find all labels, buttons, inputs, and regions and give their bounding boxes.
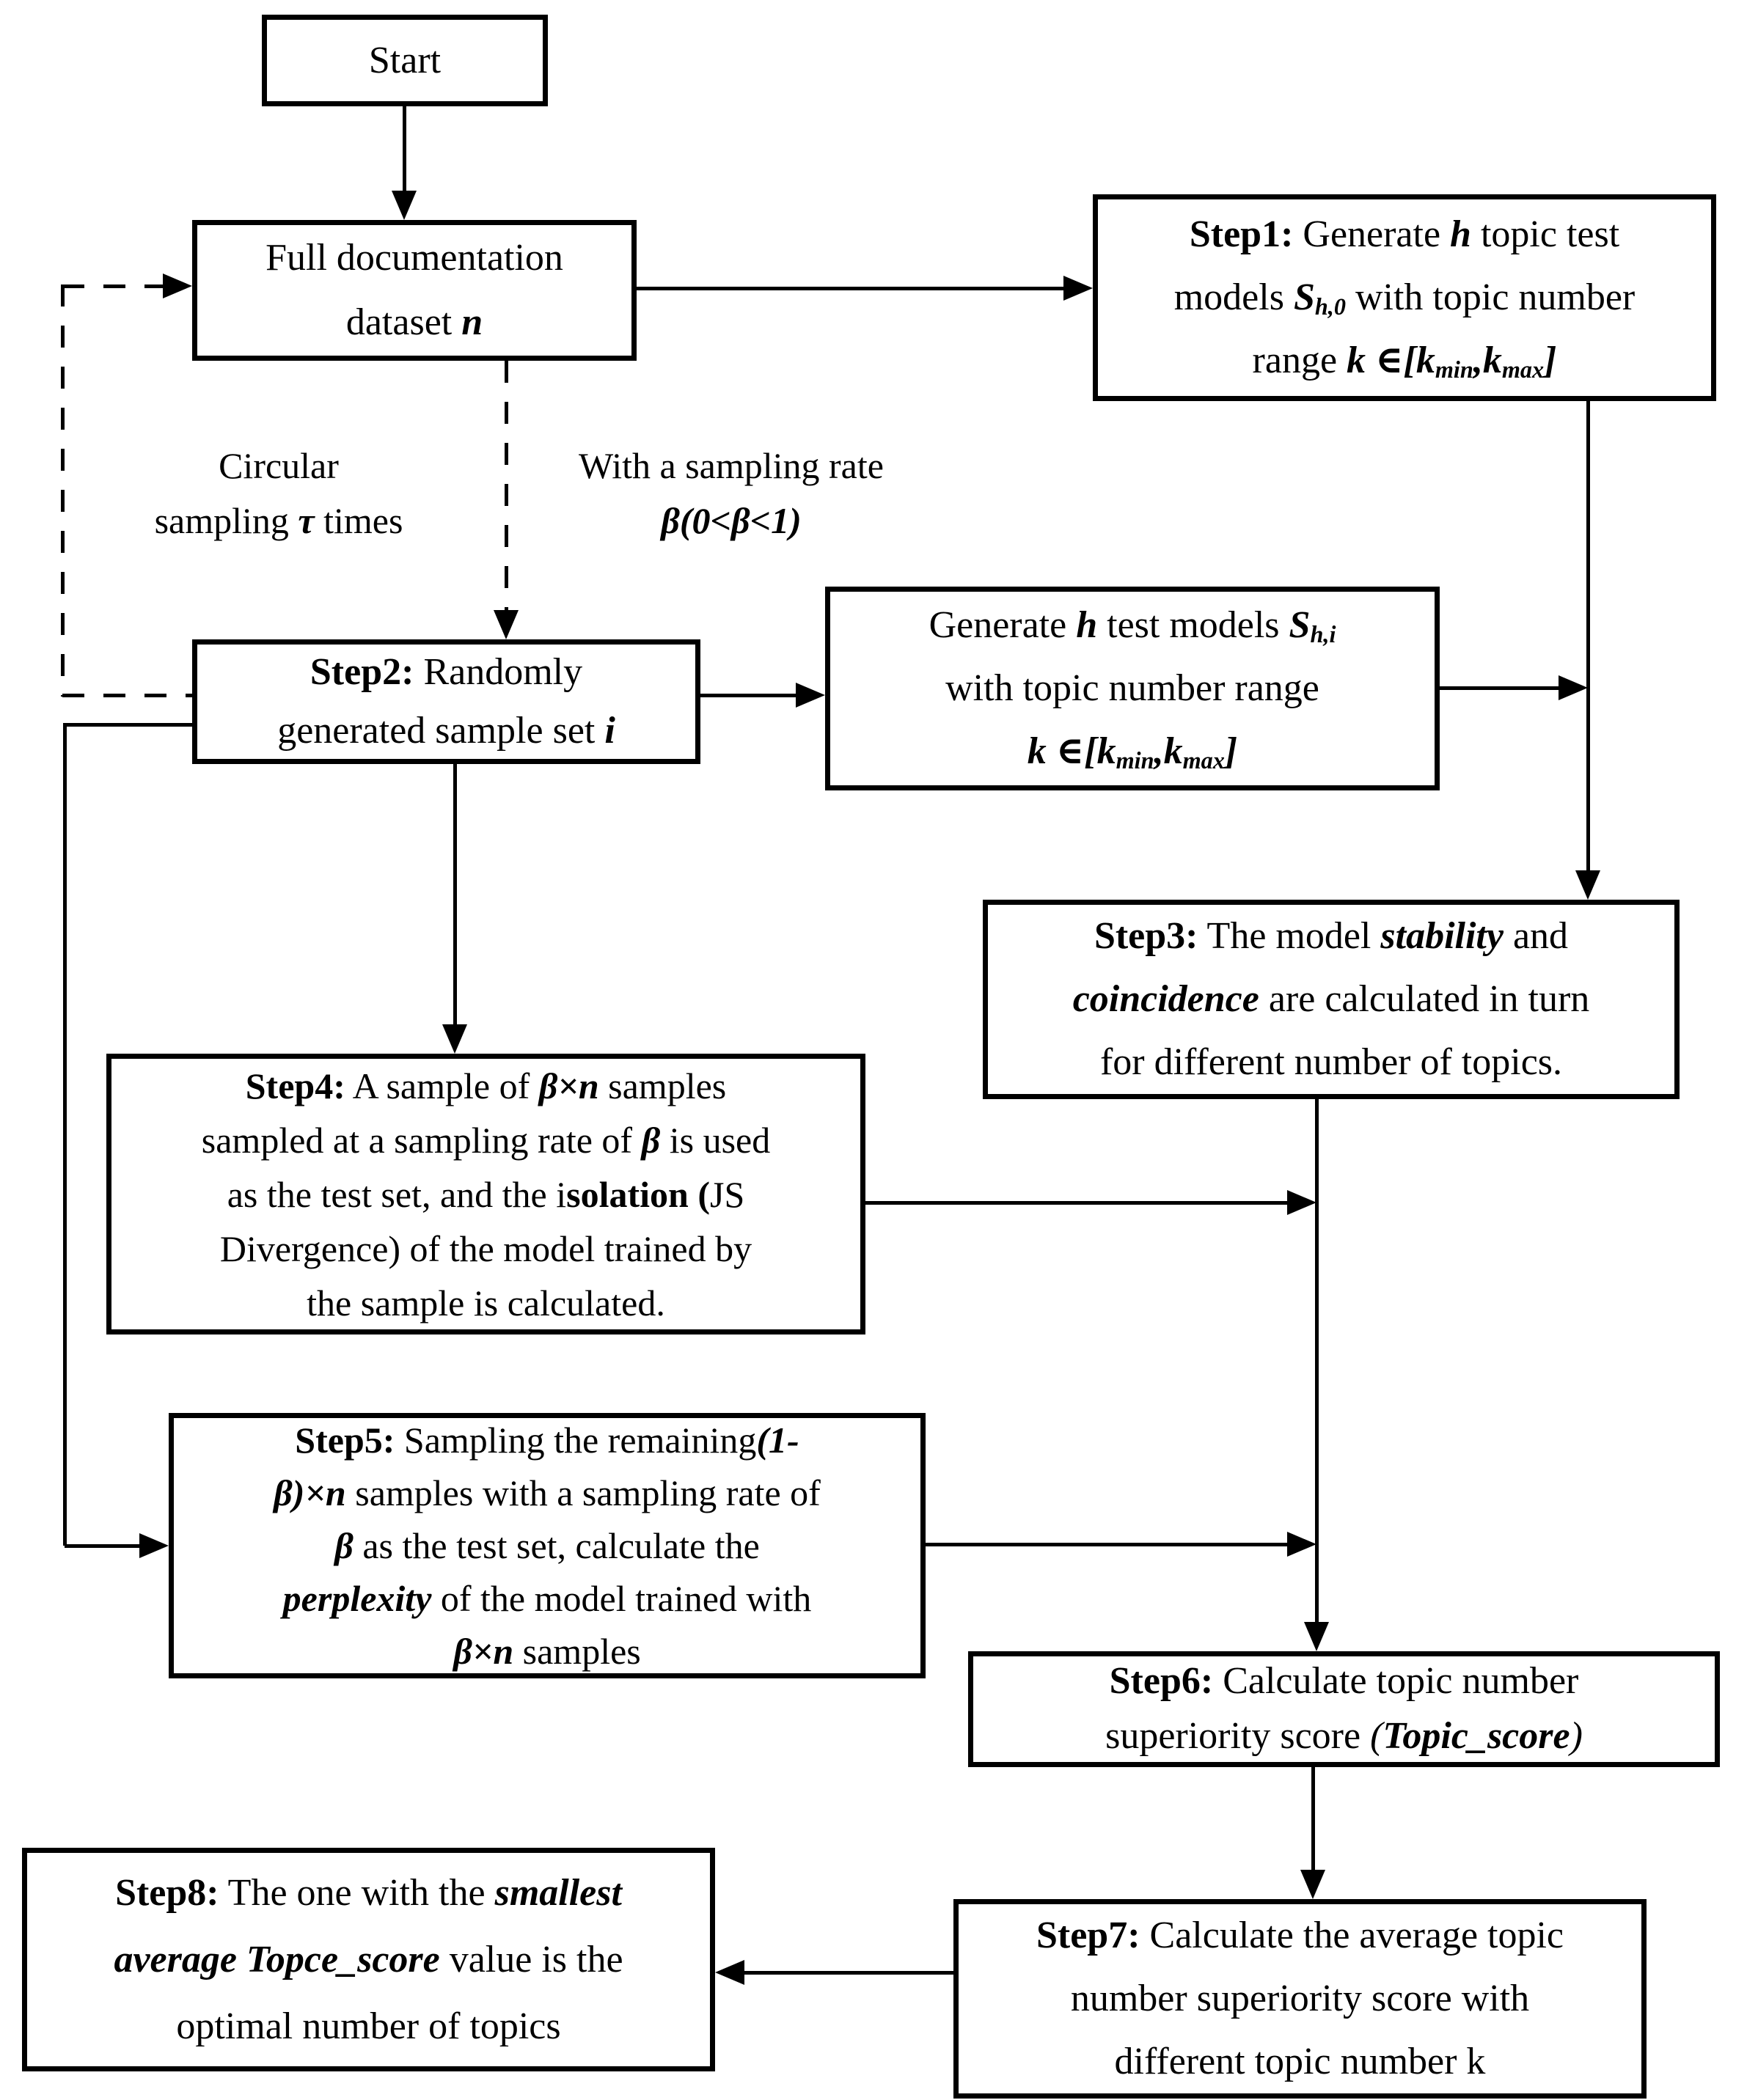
connector-step2-to-step5-bottom-segment (65, 1544, 144, 1548)
node-start-text: Start (368, 40, 442, 81)
loop-dashed-bottom-segment (62, 694, 192, 697)
arrowhead-step5-to-trunk (1287, 1532, 1316, 1557)
arrowhead-step1-to-step3 (1575, 870, 1600, 900)
connector-dataset-to-step2-dashed-line (505, 361, 508, 610)
arrowhead-dataset-to-step2 (494, 610, 519, 639)
connector-step2-to-step4-line (453, 764, 457, 1028)
connector-step7-to-step8-line (743, 1971, 953, 1975)
loop-dashed-top-segment (62, 284, 167, 288)
connector-step4-to-trunk-line (865, 1201, 1292, 1205)
connector-step1-to-step3-line (1586, 401, 1590, 874)
arrowhead-generate-to-trunk (1559, 675, 1588, 700)
arrowhead-step6-to-step7 (1300, 1870, 1325, 1899)
arrowhead-step2-to-generate (796, 683, 825, 708)
arrowhead-step7-to-step8 (715, 1960, 744, 1985)
node-start: Start (262, 15, 548, 106)
connector-generate-to-trunk-line (1440, 686, 1563, 690)
connector-step2-to-generate-line (700, 694, 800, 697)
arrowhead-loop-to-dataset (163, 273, 192, 298)
arrowhead-step3-to-step6 (1304, 1622, 1329, 1651)
arrowhead-step2-to-step4 (442, 1024, 467, 1054)
node-step5-perplexity: Step5: Sampling the remaining(1-β)×n sam… (169, 1413, 926, 1678)
node-step5-text: Step5: Sampling the remaining(1-β)×n sam… (274, 1420, 821, 1672)
arrowhead-to-step5 (139, 1533, 169, 1558)
connector-step2-to-step5-top-segment (65, 723, 192, 727)
loop-dashed-vertical-segment (61, 284, 65, 697)
arrowhead-start-to-dataset (392, 191, 417, 220)
arrowhead-step4-to-trunk (1287, 1190, 1316, 1215)
connector-step3-to-step6-line (1315, 1099, 1319, 1626)
connector-dataset-to-step1-line (637, 287, 1065, 290)
connector-step2-to-step5-vertical-segment (63, 723, 67, 1546)
connector-start-to-dataset-line (403, 106, 406, 191)
arrowhead-dataset-to-step1 (1063, 276, 1093, 301)
connector-step5-to-trunk-line (926, 1543, 1292, 1546)
connector-step6-to-step7-line (1311, 1767, 1315, 1874)
